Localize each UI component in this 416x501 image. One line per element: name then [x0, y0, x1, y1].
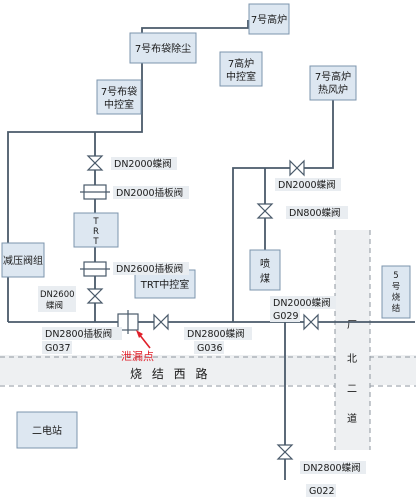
dn2000-butterfly-valve-right	[289, 159, 305, 177]
sinter-west-road-label: 烧 结 西 路	[130, 366, 210, 381]
factory-north-road-char-1: 厂	[347, 320, 357, 331]
svg-text:7号高炉: 7号高炉	[315, 70, 351, 83]
svg-text:5: 5	[393, 271, 398, 281]
svg-text:T: T	[92, 217, 99, 227]
trt-box: T R T	[73, 212, 119, 248]
svg-text:7号布袋: 7号布袋	[101, 85, 137, 98]
svg-text:7高炉: 7高炉	[228, 57, 254, 70]
dn2600-butterfly-label-2: 蝶阀	[46, 300, 63, 311]
bf7-furnace-box: 7号高炉	[248, 3, 290, 35]
sinter-5-box: 5 号 烧 结	[381, 265, 411, 319]
dn2800-butterfly-bottom-label: DN2800蝶阀	[303, 462, 361, 474]
dn2800-gate-label: DN2800插板阀	[45, 328, 112, 340]
factory-north-road-char-3: 二	[347, 384, 357, 395]
svg-text:号: 号	[392, 282, 401, 292]
dn2800-butterfly-valve-bottom	[276, 444, 294, 460]
svg-text:煤: 煤	[260, 272, 270, 285]
dn2800-butterfly-mid-label: DN2800蝶阀	[187, 328, 245, 340]
prv-group-box: 减压阀组	[1, 242, 45, 278]
dn2000-butterfly-g029-label: DN2000蝶阀	[273, 297, 331, 309]
dn800-butterfly-label: DN800蝶阀	[289, 207, 341, 219]
dn2000-butterfly-left-label: DN2000蝶阀	[114, 158, 172, 170]
dn2000-butterfly-right-label: DN2000蝶阀	[278, 179, 336, 191]
svg-text:二电站: 二电站	[32, 424, 62, 437]
leak-point-label: 泄漏点	[121, 350, 154, 363]
tag-g029: G029	[273, 311, 299, 322]
svg-text:7号布袋除尘: 7号布袋除尘	[135, 42, 191, 55]
label-backgrounds	[38, 157, 366, 497]
tag-g037: G037	[45, 343, 71, 354]
tag-g036: G036	[197, 343, 223, 354]
dn800-butterfly-valve	[256, 203, 274, 219]
dn2000-gate-left-label: DN2000插板阀	[116, 187, 183, 199]
svg-text:7号高炉: 7号高炉	[251, 13, 287, 26]
factory-north-road-char-4: 道	[347, 412, 357, 425]
svg-text:中控室: 中控室	[226, 70, 256, 83]
dn2000-gate-valve-left	[80, 184, 110, 200]
dn2800-butterfly-valve-mid	[153, 313, 169, 331]
dn2600-butterfly-label-1: DN2600	[40, 290, 75, 300]
svg-text:T: T	[92, 237, 99, 247]
hot-stove-branch-pipe	[232, 96, 334, 322]
power-station-2-box: 二电站	[16, 411, 78, 449]
svg-text:R: R	[93, 227, 99, 237]
svg-text:中控室: 中控室	[104, 98, 134, 111]
svg-text:喷: 喷	[260, 258, 270, 270]
tag-g022: G022	[309, 486, 335, 497]
bf7-control-box: 7高炉 中控室	[219, 51, 263, 87]
left-riser-pipe	[7, 62, 143, 322]
dn2600-gate-label: DN2600插板阀	[116, 263, 183, 275]
svg-text:热风炉: 热风炉	[318, 83, 348, 96]
dn2600-gate-valve	[80, 261, 110, 277]
coal-injection-box: 喷 煤	[249, 249, 281, 291]
svg-text:结: 结	[392, 303, 401, 314]
dn2000-butterfly-valve-left	[86, 155, 104, 171]
svg-text:烧: 烧	[392, 292, 401, 303]
svg-text:减压阀组: 减压阀组	[3, 254, 43, 267]
bag-dust-7-box: 7号布袋除尘	[129, 32, 197, 64]
dn2800-gate-valve	[117, 310, 139, 334]
factory-north-road: 厂 北 二 道	[334, 230, 371, 450]
dn2600-butterfly-valve	[86, 288, 104, 304]
bag-control-7-box: 7号布袋 中控室	[96, 79, 142, 115]
hot-stove-7-box: 7号高炉 热风炉	[309, 65, 357, 101]
leak-arrow	[136, 330, 151, 349]
bag-to-furnace-pipe	[141, 20, 249, 35]
svg-text:TRT中控室: TRT中控室	[140, 278, 189, 291]
factory-north-road-char-2: 北	[347, 353, 357, 365]
dn2000-butterfly-valve-g029	[303, 313, 319, 331]
